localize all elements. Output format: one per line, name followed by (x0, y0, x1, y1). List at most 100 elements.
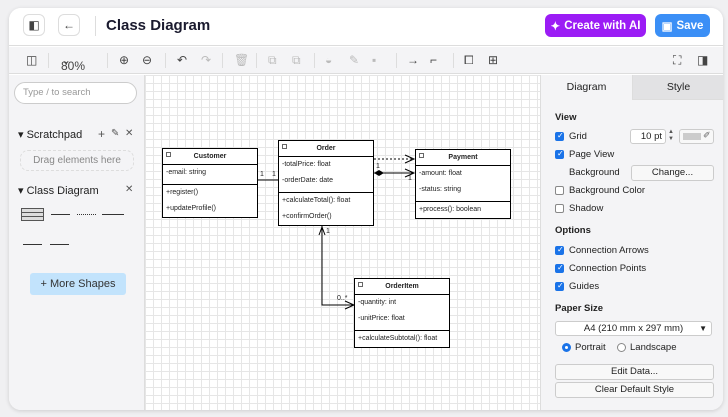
class-header: Order (279, 141, 373, 157)
fill-color-icon[interactable]: ◒ (325, 53, 333, 67)
clear-default-style-button[interactable]: Clear Default Style (555, 382, 714, 398)
bidirectional-shape[interactable] (23, 244, 42, 245)
zoom-select[interactable]: 80% ⌄ (61, 53, 86, 73)
guides-label: Guides (569, 281, 600, 292)
class-order[interactable]: Order -totalPrice: float -orderDate: date +… (278, 140, 374, 226)
connection-points-checkbox[interactable] (555, 263, 564, 273)
class-payment[interactable]: Payment -amount: float -status: string +pro… (415, 149, 511, 219)
toolbar: ◫ 80% ⌄ ⊕ ⊖ ↶ ↷ 🗑 ⧉ ⧉ ◒ ✎ ▪ → ⌐ ⧠ ⊞ ⛶ ◨ (9, 47, 723, 74)
class-method[interactable]: +calculateSubtotal(): float (358, 335, 438, 342)
scratchpad-header[interactable]: ▾ Scratchpad (18, 129, 83, 141)
tab-diagram[interactable]: Diagram (541, 75, 632, 100)
zoom-in-icon[interactable]: ⊕ (119, 53, 130, 67)
association-shape[interactable] (51, 214, 70, 215)
toggle-format-panel-icon[interactable]: ◨ (697, 53, 709, 67)
line-color-icon[interactable]: ✎ (349, 53, 360, 67)
class-orderitem[interactable]: OrderItem-quantity: int-unitPrice: float… (354, 278, 450, 348)
grid-size-input[interactable]: 10 pt (630, 129, 666, 144)
scratchpad-label: Scratchpad (26, 129, 83, 141)
toggle-sidebar-button[interactable]: ◧ (23, 14, 45, 36)
class-name: Payment (448, 154, 478, 161)
to-back-icon[interactable]: ⧉ (292, 53, 301, 67)
edit-data-button[interactable]: Edit Data... (555, 364, 714, 380)
collapse-icon[interactable] (419, 153, 424, 158)
to-front-icon[interactable]: ⧉ (268, 53, 277, 67)
grid-size-stepper[interactable]: ▲▼ (668, 129, 674, 142)
class-attribute[interactable]: -totalPrice: float (282, 161, 331, 168)
background-color-label: Background Color (569, 185, 646, 196)
class-method[interactable]: +register() (166, 189, 199, 196)
save-button[interactable]: ▣Save (655, 14, 710, 37)
class-method[interactable]: +confirmOrder() (282, 213, 332, 220)
multiplicity-label: 1 (326, 228, 330, 235)
class-name: Customer (193, 153, 227, 160)
undo-icon[interactable]: ↶ (177, 53, 188, 67)
line-shape[interactable] (102, 214, 124, 215)
shadow-checkbox[interactable] (555, 204, 564, 213)
order-orderitem-aggregation[interactable] (321, 216, 353, 306)
close-icon[interactable]: ✕ (125, 184, 134, 195)
connection-arrows-checkbox[interactable] (555, 245, 564, 255)
diagram-canvas[interactable]: 1 1 1 1 1 0..* Customer-email: string+re… (145, 75, 540, 410)
class-header: Payment (416, 150, 510, 166)
landscape-radio[interactable] (617, 343, 626, 352)
class-attribute[interactable]: -email: string (166, 169, 207, 176)
divider (355, 327, 449, 331)
collapse-icon[interactable] (358, 282, 363, 287)
link-shape[interactable] (50, 244, 69, 245)
fullscreen-icon[interactable]: ⛶ (673, 53, 682, 67)
background-color-checkbox[interactable] (555, 186, 564, 195)
paper-size-select[interactable]: A4 (210 mm x 297 mm)▼ (555, 321, 712, 336)
class-diagram-header[interactable]: ▾ Class Diagram (18, 185, 99, 197)
collapse-icon[interactable] (282, 144, 287, 149)
class-attribute[interactable]: -unitPrice: float (358, 315, 405, 322)
guides-checkbox[interactable] (555, 281, 564, 291)
format-panel-icon[interactable]: ◫ (26, 53, 38, 67)
collapse-icon[interactable] (166, 152, 171, 157)
class-shape[interactable] (21, 208, 44, 221)
redo-icon[interactable]: ↷ (201, 53, 212, 67)
shadow-icon[interactable]: ▪ (372, 53, 377, 67)
connection-arrows-label: Connection Arrows (569, 245, 649, 256)
create-with-ai-button[interactable]: ✦Create with AI (545, 14, 646, 37)
table-icon[interactable]: ⊞ (488, 53, 499, 67)
grid-checkbox[interactable] (555, 131, 564, 141)
back-button[interactable]: ← (58, 14, 80, 36)
class-method[interactable]: +updateProfile() (166, 205, 217, 212)
edit-icon[interactable]: ✎ (111, 128, 120, 139)
shadow-label: Shadow (569, 203, 604, 214)
dependency-arrowhead (404, 154, 416, 164)
dependency-shape[interactable] (77, 214, 96, 215)
delete-icon[interactable]: 🗑 (234, 53, 250, 67)
header: ◧ ← Class Diagram ✦Create with AI ▣Save (9, 8, 723, 46)
class-attribute[interactable]: -orderDate: date (282, 177, 333, 184)
scratchpad-dropzone[interactable]: Drag elements here (20, 150, 134, 171)
class-name: Order (316, 145, 336, 152)
zoom-out-icon[interactable]: ⊖ (142, 53, 153, 67)
shapes-icon[interactable]: ⧠ (464, 53, 474, 67)
class-method[interactable]: +calculateTotal(): float (282, 197, 351, 204)
add-icon[interactable]: + (98, 127, 106, 141)
waypoints-icon[interactable]: ⌐ (430, 53, 438, 67)
page-view-checkbox[interactable] (555, 149, 564, 159)
more-shapes-button[interactable]: + More Shapes (30, 273, 126, 295)
connection-icon[interactable]: → (407, 53, 419, 67)
chevron-down-icon: ▼ (699, 324, 707, 333)
portrait-radio[interactable] (562, 343, 571, 352)
arrow-left-icon: ← (63, 18, 75, 32)
change-background-button[interactable]: Change... (631, 165, 714, 181)
connection-points-label: Connection Points (569, 263, 647, 274)
view-heading: View (555, 112, 577, 123)
grid-color-button[interactable]: ✐ (679, 129, 714, 144)
search-input[interactable]: Type / to search (14, 82, 137, 104)
close-icon[interactable]: ✕ (125, 128, 134, 139)
tab-style[interactable]: Style (632, 75, 723, 100)
class-attribute[interactable]: -amount: float (419, 170, 462, 177)
class-customer[interactable]: Customer -email: string +register() +update… (162, 148, 258, 218)
class-attribute[interactable]: -quantity: int (358, 299, 397, 306)
class-method[interactable]: +process(): boolean (419, 206, 482, 213)
page-title: Class Diagram (106, 17, 211, 34)
multiplicity-label: 1 (376, 163, 380, 170)
composition-diamond (374, 170, 384, 176)
class-attribute[interactable]: -status: string (419, 186, 462, 193)
